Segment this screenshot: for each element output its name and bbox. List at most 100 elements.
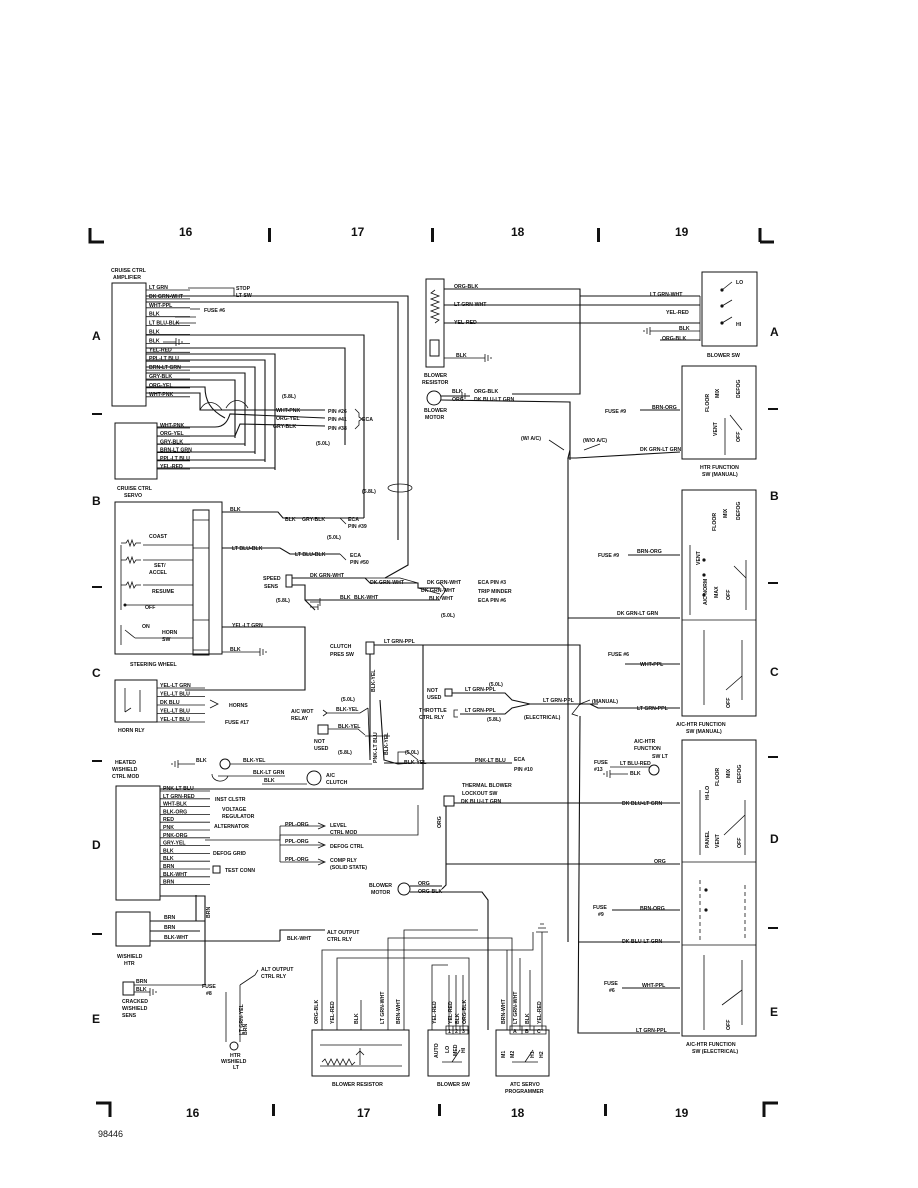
eca-50: ECA bbox=[350, 553, 361, 559]
horn-wire-label: DK BLU bbox=[160, 700, 180, 706]
horn-sw-label: HORN bbox=[162, 630, 178, 636]
bm2-org: ORG bbox=[418, 881, 430, 887]
electrical-label: (ELECTRICAL) bbox=[524, 715, 561, 721]
ac-manual-wht-ppl: WHT-PPL bbox=[640, 662, 664, 668]
hws-wire-label: BLK-WHT bbox=[163, 872, 188, 878]
amp-wire-label: YEL-RED bbox=[149, 347, 172, 353]
zone-18-top: 18 bbox=[511, 225, 525, 239]
bs2-num: 2 bbox=[455, 1029, 458, 1035]
ac-htr-elec-box bbox=[681, 739, 757, 1037]
horn-sw-label2: SW bbox=[162, 637, 170, 643]
regulator: REGULATOR bbox=[222, 814, 255, 820]
wire-blk: BLK bbox=[230, 507, 241, 513]
sw-lt-title3: SW LT bbox=[652, 754, 669, 760]
comp-rly: COMP RLY bbox=[330, 858, 357, 864]
row-d-left: D bbox=[92, 838, 101, 852]
hws-wire-label: GRY-YEL bbox=[163, 841, 186, 847]
row-tick bbox=[768, 582, 778, 584]
wire-dk-grn-wht: DK GRN-WHT bbox=[310, 573, 345, 579]
motor-title: BLOWER bbox=[424, 408, 447, 414]
ws-blk-wht: BLK-WHT bbox=[287, 936, 312, 942]
htr-pos-off: OFF bbox=[736, 432, 742, 442]
not-used: NOT bbox=[427, 688, 439, 694]
test-conn: TEST CONN bbox=[225, 868, 255, 874]
amp-wire-label: ORG-YEL bbox=[149, 383, 173, 389]
cracked-title: CRACKED bbox=[122, 999, 148, 1005]
zone-17-bottom: 17 bbox=[357, 1106, 371, 1120]
elec-pos-off2: OFF bbox=[726, 1020, 732, 1030]
hws-wire-label: BRN bbox=[163, 880, 174, 886]
atc-pos: M2 bbox=[510, 1051, 516, 1058]
amp-fuse6: FUSE #6 bbox=[204, 308, 225, 314]
amp-box bbox=[111, 282, 147, 407]
horn-rly-title: HORN RLY bbox=[118, 728, 145, 734]
stop-sw-label: STOP bbox=[236, 286, 251, 292]
motor-blk: BLK bbox=[452, 389, 463, 395]
alt-output: ALT OUTPUT bbox=[327, 930, 360, 936]
elec-pos-floor: FLOOR bbox=[715, 768, 721, 786]
motor-org-blk: ORG-BLK bbox=[474, 389, 498, 395]
eca-pin3: ECA PIN #3 bbox=[478, 580, 506, 586]
amp-wire-label: LT BLU-BLK bbox=[149, 321, 180, 327]
elec-pos-panel: PANEL bbox=[705, 830, 711, 848]
clutch-n50: (5.0L) bbox=[489, 682, 503, 688]
eca-a-wire: ORG-YEL bbox=[276, 416, 300, 422]
atc-title2: PROGRAMMER bbox=[505, 1089, 544, 1095]
br2-wire: BLK bbox=[354, 1013, 360, 1024]
row-b-left: B bbox=[92, 494, 101, 508]
ac-manual-fuse6: FUSE #6 bbox=[608, 652, 629, 658]
wire-org-blk: ORG-BLK bbox=[454, 284, 478, 290]
wire-blk-wht: BLK-WHT bbox=[354, 595, 379, 601]
bs2-pos-auto: AUTO bbox=[434, 1043, 440, 1058]
wire-gry-blk: GRY-BLK bbox=[302, 517, 325, 523]
servo-wire-label: YEL-RED bbox=[160, 464, 183, 470]
htr-windshield-light: FUSE #8 LT GRN-YEL BRN ALT OUTPUT CTRL R… bbox=[202, 967, 294, 1071]
blower-sw-wire: ORG-BLK bbox=[662, 336, 686, 342]
hws-title: HEATED bbox=[115, 760, 136, 766]
ac-wot-blk: BLK bbox=[196, 758, 207, 764]
set-label: SET/ bbox=[154, 563, 166, 569]
amp-wire-label: BLK bbox=[149, 312, 160, 318]
bs2-title: BLOWER SW bbox=[437, 1082, 470, 1088]
amp-wire-label: PPL-LT BLU bbox=[149, 356, 179, 362]
ac-wot-blk-yel: BLK-YEL bbox=[336, 707, 359, 713]
alt-output-b2: CTRL RLY bbox=[261, 974, 287, 980]
htr-dk-grn: DK GRN-LT GRN bbox=[640, 447, 681, 453]
wire-lt-blu-blk: LT BLU-BLK bbox=[232, 546, 263, 552]
ac-wot-blk2: BLK bbox=[264, 778, 275, 784]
steering-box bbox=[114, 501, 223, 655]
motor-title2: MOTOR bbox=[425, 415, 444, 421]
htr-lt-fuse: FUSE bbox=[202, 984, 216, 990]
wire-yel-lt-grn: YEL-LT GRN bbox=[232, 623, 263, 629]
elec-org: ORG bbox=[654, 859, 666, 865]
eca-a-note50: (5.0L) bbox=[316, 441, 330, 447]
bs2-pos-lo: LO bbox=[445, 1046, 451, 1053]
elec-title2: SW (ELECTRICAL) bbox=[692, 1049, 738, 1055]
ac-manual-fuse9: FUSE #9 bbox=[598, 553, 619, 559]
ws-htr-wire: BLK-WHT bbox=[164, 935, 189, 941]
row-c-right: C bbox=[770, 665, 779, 679]
ac-wot-n50: (5.0L) bbox=[341, 697, 355, 703]
thermal-title: THERMAL BLOWER bbox=[462, 783, 512, 789]
thermal-lockout: THERMAL BLOWER LOCKOUT SW DK BLU-LT GRN … bbox=[437, 783, 680, 890]
atc-pos: H1 bbox=[530, 1051, 536, 1058]
htr-pos-mix: MIX bbox=[715, 388, 721, 398]
row-tick bbox=[92, 413, 102, 415]
htr-lt-wire2: BRN bbox=[243, 1024, 249, 1035]
ac-wot-title2: RELAY bbox=[291, 716, 309, 722]
steering-wheel-switches: BLK BLK GRY-BLK ECA PIN #39 (5.0L) LT BL… bbox=[114, 501, 369, 691]
row-tick bbox=[768, 756, 778, 758]
amp-wire-label: BLK bbox=[149, 330, 160, 336]
thermal-wire: DK BLU-LT GRN bbox=[461, 799, 501, 805]
alternator: ALTERNATOR bbox=[214, 824, 249, 830]
horn-wire-label: YEL-LT BLU bbox=[160, 709, 190, 715]
ac-manual-title2: SW (MANUAL) bbox=[686, 729, 722, 735]
ac-manual-title: A/C-HTR FUNCTION bbox=[676, 722, 726, 728]
eca-pin6: ECA PIN #6 bbox=[478, 598, 506, 604]
ac-htr-electrical-switch: DK BLU-LT GRN ORG HI-LO FLOOR MIX DEFOG … bbox=[567, 618, 757, 1055]
throttle-title: THROTTLE bbox=[419, 708, 447, 714]
elec-dk-blu: DK BLU-LT GRN bbox=[622, 801, 662, 807]
wire-blk-yel3: BLK-YEL bbox=[404, 760, 427, 766]
